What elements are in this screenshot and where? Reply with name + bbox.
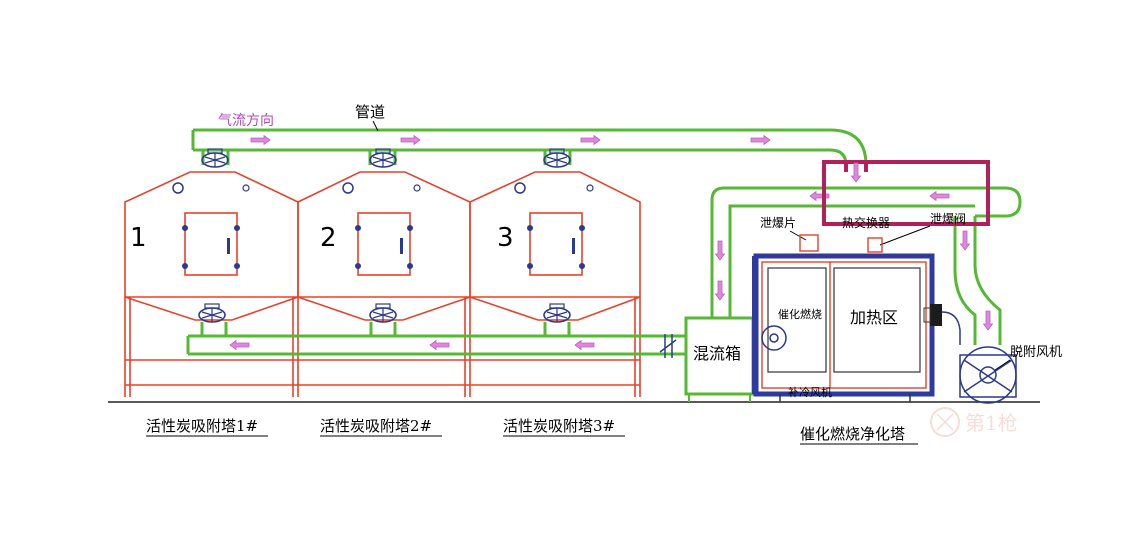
heating-zone-label: 加热区 <box>850 308 898 327</box>
watermark-logo: 第1枪 <box>930 407 1018 437</box>
catalytic-combustion-label: 催化燃烧 <box>778 307 822 321</box>
furnace-inlet-fan <box>761 325 787 351</box>
tower-1 <box>124 171 299 397</box>
tower-3-caption: 活性炭吸附塔3# <box>503 417 615 435</box>
desorption-fan <box>941 311 1017 404</box>
desorption-fan-leader <box>994 359 1011 371</box>
pipe-label: 管道 <box>355 103 385 121</box>
tower-2-caption: 活性炭吸附塔2# <box>320 417 432 435</box>
tower-1-caption: 活性炭吸附塔1# <box>146 417 258 435</box>
heat-exchanger-label: 热交换器 <box>842 215 890 230</box>
pipe-label-leader <box>372 120 379 132</box>
tower-3-number: 3 <box>497 223 514 253</box>
tower-door-details <box>182 225 585 269</box>
cooling-fan-label: 补冷风机 <box>788 385 832 399</box>
tower-3 <box>469 171 641 397</box>
tower-2 <box>297 171 471 397</box>
explosion-disc-label: 泄爆片 <box>760 216 796 230</box>
mixing-box-label: 混流箱 <box>693 344 741 363</box>
bottom-pipe-arrows <box>229 340 595 350</box>
desorption-pipe <box>710 186 1022 345</box>
bottom-pipe <box>186 322 686 356</box>
furnace-side-blue <box>752 256 757 394</box>
airflow-label: 气流方向 <box>218 113 274 129</box>
explosion-valve-label: 泄爆阀 <box>930 212 966 226</box>
return-damper <box>659 334 677 358</box>
desorption-fan-label: 脱附风机 <box>1010 345 1062 360</box>
furnace-outlet-flange <box>923 304 942 326</box>
purifier-caption: 催化燃烧净化塔 <box>800 425 905 443</box>
tower-2-number: 2 <box>320 223 337 253</box>
explosion-disc-leader <box>789 230 807 241</box>
watermark-text: 第1枪 <box>965 411 1018 435</box>
tower-1-number: 1 <box>130 223 147 253</box>
explosion-valve-leader <box>879 225 931 246</box>
heat-exchanger-arrow <box>851 162 861 183</box>
heat-exchanger <box>822 160 990 226</box>
tower-valves <box>172 148 594 323</box>
top-pipe-arrows <box>250 135 771 145</box>
